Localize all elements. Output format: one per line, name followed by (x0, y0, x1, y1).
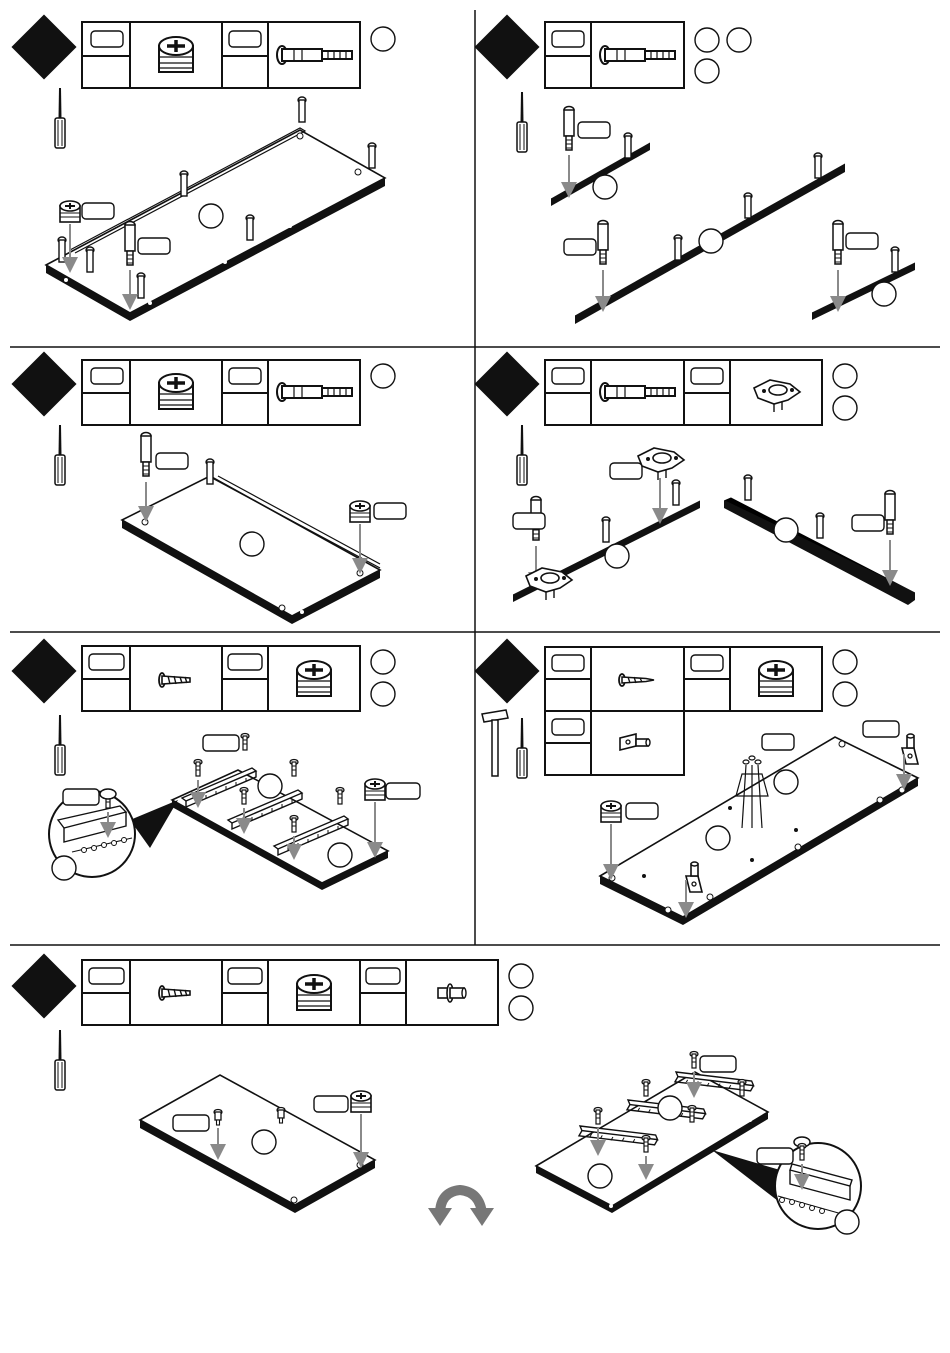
part-label-box (626, 803, 658, 819)
step-4 (474, 351, 915, 605)
hammer-icon (482, 710, 508, 776)
callout-circle (371, 650, 395, 674)
callout-circle (509, 964, 533, 988)
step-marker-icon (11, 351, 76, 416)
screwdriver-icon (517, 718, 527, 778)
callout-circle (833, 396, 857, 420)
step-marker-icon (474, 638, 539, 703)
callout-circle (727, 28, 751, 52)
screwdriver-icon (55, 88, 65, 148)
screwdriver-icon (55, 425, 65, 485)
callout-circle (588, 1164, 612, 1188)
cam-lock-icon (159, 37, 193, 72)
part-label-box (578, 122, 610, 138)
part-label-box (386, 783, 420, 799)
callout-circle (774, 518, 798, 542)
callout-circle (240, 532, 264, 556)
part-label-box (700, 1056, 736, 1072)
part-label-box (757, 1148, 793, 1164)
cam-lock-icon (297, 975, 331, 1010)
part-label-box (82, 203, 114, 219)
part-label-box (513, 513, 545, 529)
step-3 (11, 351, 406, 624)
callout-circle (371, 364, 395, 388)
callout-circle (509, 996, 533, 1020)
step-5 (11, 638, 420, 890)
screwdriver-icon (55, 715, 65, 775)
callout-circle (658, 1096, 682, 1120)
cam-lock-icon (159, 374, 193, 409)
callout-circle (695, 28, 719, 52)
step-marker-icon (11, 953, 76, 1018)
callout-circle (833, 650, 857, 674)
callout-circle (258, 774, 282, 798)
callout-circle (872, 282, 896, 306)
callout-circle (695, 59, 719, 83)
step-7 (11, 953, 861, 1234)
step-marker-icon (11, 14, 76, 79)
part-label-box (564, 239, 596, 255)
callout-circle (605, 544, 629, 568)
callout-circle (371, 27, 395, 51)
part-label-box (314, 1096, 348, 1112)
part-label-box (863, 721, 899, 737)
callout-circle (199, 204, 223, 228)
part-label-box (846, 233, 878, 249)
step-2 (474, 14, 915, 324)
step-marker-icon (474, 351, 539, 416)
part-label-box (610, 463, 642, 479)
base-panel-flipped-drawing (536, 1072, 768, 1213)
screwdriver-icon (517, 425, 527, 485)
cam-lock-icon (759, 661, 793, 696)
part-label-box (63, 789, 99, 805)
part-label-box (173, 1115, 209, 1131)
step-marker-icon (474, 14, 539, 79)
part-label-box (138, 238, 170, 254)
callout-circle (371, 682, 395, 706)
screwdriver-icon (55, 1030, 65, 1090)
callout-circle (593, 175, 617, 199)
step-1 (11, 14, 395, 321)
step-marker-icon (11, 638, 76, 703)
callout-circle (699, 229, 723, 253)
step-6 (474, 638, 918, 925)
part-label-box (203, 735, 239, 751)
cam-lock-icon (297, 661, 331, 696)
flip-arrow-icon (428, 1190, 494, 1226)
parts-box (82, 960, 498, 1025)
callout-circle (774, 770, 798, 794)
callout-circle (833, 364, 857, 388)
callout-circle (328, 843, 352, 867)
callout-circle (833, 682, 857, 706)
screwdriver-icon (517, 92, 527, 152)
part-label-box (374, 503, 406, 519)
part-label-box (156, 453, 188, 469)
callout-circle (706, 826, 730, 850)
part-label-box (762, 734, 794, 750)
part-label-box (852, 515, 884, 531)
callout-circle (252, 1130, 276, 1154)
